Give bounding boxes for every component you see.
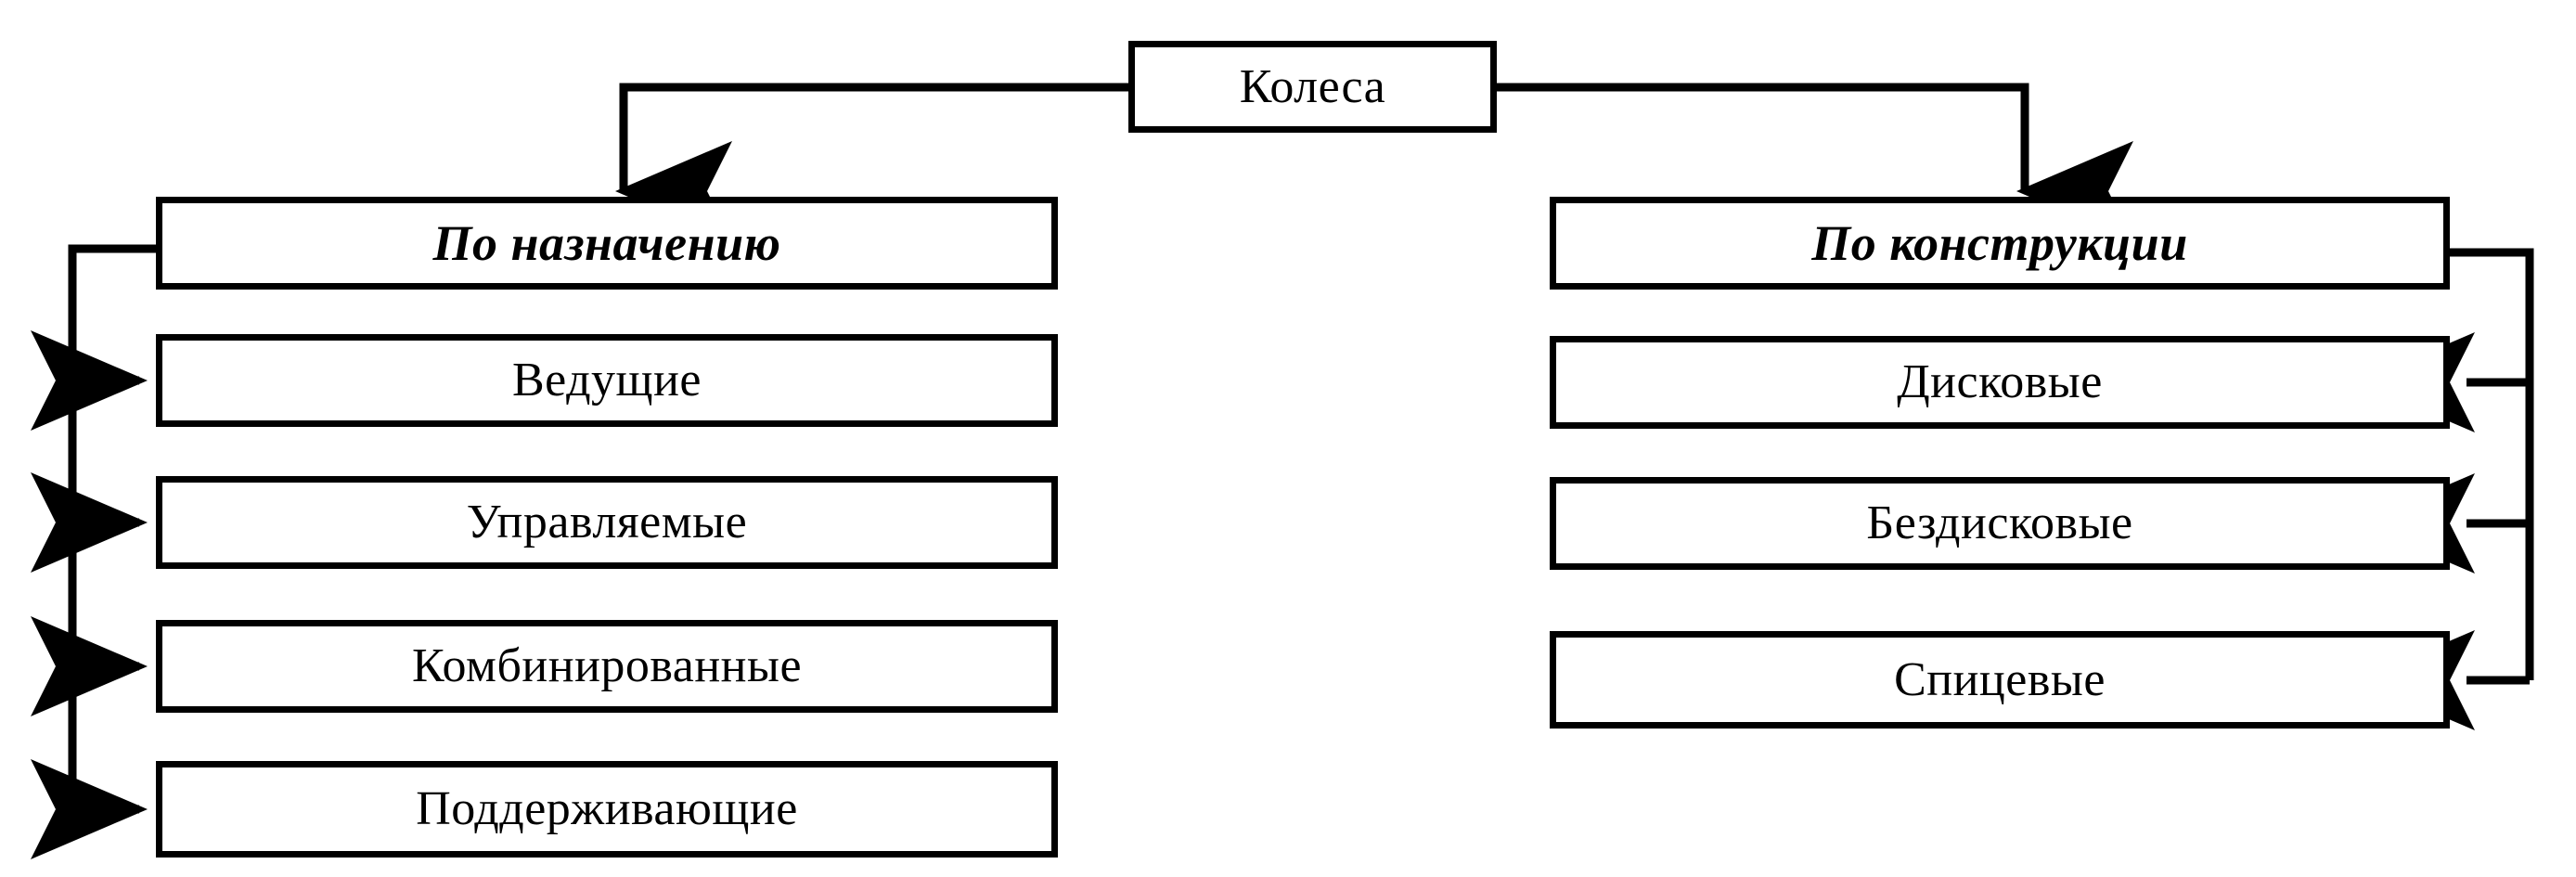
node-by-purpose-item-combined[interactable]: Комбинированные xyxy=(156,620,1058,713)
edge-right-bus xyxy=(2450,248,2534,680)
node-root-label: Колеса xyxy=(1239,59,1386,113)
node-by-construction-item-disc-label: Дисковые xyxy=(1897,355,2103,408)
node-branch-header-by-purpose[interactable]: По назначению xyxy=(156,197,1058,290)
node-by-construction-item-disc[interactable]: Дисковые xyxy=(1550,336,2450,429)
node-by-construction-item-discless[interactable]: Бездисковые xyxy=(1550,477,2450,570)
node-by-purpose-item-steered-label: Управляемые xyxy=(466,496,748,548)
node-branch-header-by-construction-label: По конструкции xyxy=(1811,215,2188,271)
node-root-wheels[interactable]: Колеса xyxy=(1128,41,1497,133)
edge-root-to-left-header xyxy=(615,83,1128,241)
node-by-purpose-item-supporting[interactable]: Поддерживающие xyxy=(156,761,1058,858)
node-by-construction-item-spoked[interactable]: Спицевые xyxy=(1550,631,2450,729)
node-branch-header-by-purpose-label: По назначению xyxy=(432,215,781,271)
node-by-purpose-item-combined-label: Комбинированные xyxy=(411,639,803,692)
node-by-purpose-item-steered[interactable]: Управляемые xyxy=(156,476,1058,569)
node-by-purpose-item-supporting-label: Поддерживающие xyxy=(416,782,798,835)
node-by-construction-item-discless-label: Бездисковые xyxy=(1866,497,2133,549)
node-by-purpose-item-driving[interactable]: Ведущие xyxy=(156,334,1058,427)
node-branch-header-by-construction[interactable]: По конструкции xyxy=(1550,197,2450,290)
edge-left-bus xyxy=(68,244,156,809)
node-by-construction-item-spoked-label: Спицевые xyxy=(1894,652,2106,706)
node-by-purpose-item-driving-label: Ведущие xyxy=(512,354,702,406)
edge-root-to-right-header xyxy=(1497,83,2133,241)
